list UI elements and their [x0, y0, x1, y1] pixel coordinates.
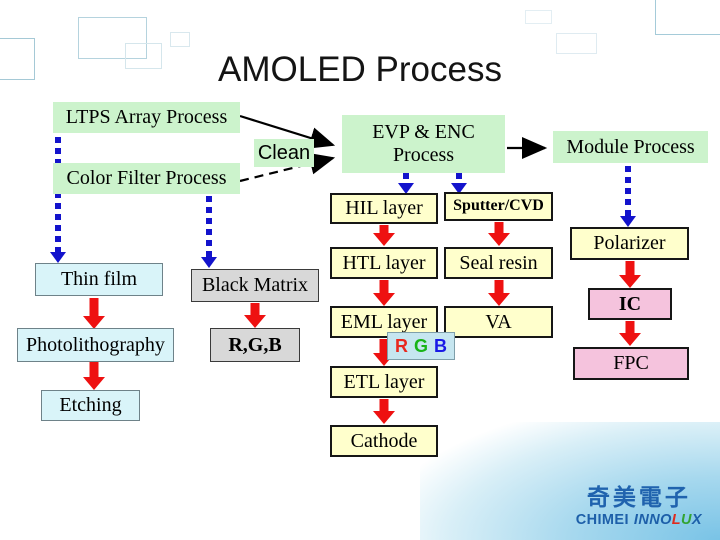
deco-rect [0, 38, 35, 80]
dotted-arrow-ltps-to-thinfilm [50, 137, 66, 263]
dotted-arrow-colorfilter-to-blackmatrix [201, 196, 217, 268]
deco-rect [655, 0, 720, 35]
node-polarizer: Polarizer [570, 227, 689, 260]
rgb-note-g: G [413, 335, 428, 356]
arrow-head [398, 183, 414, 194]
node-thin-film: Thin film [35, 263, 163, 296]
red-arrow-polarizer-to-ic [619, 261, 641, 288]
arrow-head [619, 275, 641, 288]
node-ic: IC [588, 288, 672, 320]
node-seal-resin: Seal resin [444, 247, 553, 279]
page-title: AMOLED Process [218, 50, 502, 89]
arrow-shaft [206, 196, 212, 257]
red-arrow-seal-to-va [488, 280, 510, 306]
arrow-shaft [625, 166, 631, 216]
arrow-shaft [625, 261, 635, 276]
arrow-shaft [625, 321, 635, 334]
arrow-shaft [494, 280, 504, 294]
node-ltps-array-process: LTPS Array Process [53, 102, 240, 133]
logo-innolux-part: U [681, 512, 692, 528]
arrow-head [244, 315, 266, 328]
arrow-shaft [55, 137, 61, 252]
deco-rect [170, 32, 190, 47]
node-sputter-cvd: Sputter/CVD [444, 192, 553, 221]
arrow-head [201, 257, 217, 268]
logo-innolux-part: X [691, 512, 702, 528]
label-clean: Clean [254, 139, 314, 167]
arrow-head [83, 316, 105, 329]
node-cathode: Cathode [330, 425, 438, 457]
node-etl-layer: ETL layer [330, 366, 438, 398]
red-arrow-etl-to-cathode [373, 399, 395, 424]
node-eml-layer: EML layer [330, 306, 438, 338]
arrow-head [620, 216, 636, 227]
arrow-shaft [403, 173, 409, 183]
arrow-shaft [379, 339, 389, 354]
red-arrow-htl-to-eml [373, 280, 395, 306]
arrow-head [83, 377, 105, 390]
red-arrow-hil-to-htl [373, 225, 395, 246]
rgb-note-r: R [394, 335, 408, 356]
arrow-shaft [379, 399, 389, 412]
arrow-shaft [379, 280, 389, 294]
arrow-shaft [250, 303, 260, 316]
node-rgb: R,G,B [210, 328, 300, 362]
dotted-arrow-evp-to-sputter [451, 173, 467, 194]
logo-innolux-part: INNO [633, 512, 672, 528]
logo-innolux-part: L [671, 512, 682, 528]
red-arrow-blackmatrix-to-rgb [244, 303, 266, 328]
red-arrow-ic-to-fpc [619, 321, 641, 346]
dotted-arrow-evp-to-hil [398, 173, 414, 194]
red-arrow-sputter-to-seal [488, 222, 510, 246]
arrow-head [488, 293, 510, 306]
arrow-shaft [89, 298, 99, 317]
red-arrow-thinfilm-to-photo [83, 298, 105, 329]
node-color-filter-process: Color Filter Process [53, 163, 240, 194]
deco-rect [525, 10, 552, 24]
arrow-head [619, 333, 641, 346]
node-htl-layer: HTL layer [330, 247, 438, 279]
arrow-shaft [379, 225, 389, 234]
logo-innolux: INNOLUX [634, 512, 702, 528]
arrow-head [451, 183, 467, 194]
node-hil-layer: HIL layer [330, 193, 438, 224]
arrow-head [50, 252, 66, 263]
dotted-arrow-module-to-polarizer [620, 166, 636, 227]
node-fpc: FPC [573, 347, 689, 380]
node-black-matrix: Black Matrix [191, 269, 319, 302]
arrow-head [488, 233, 510, 246]
corner-gradient [420, 422, 720, 540]
node-module-process: Module Process [553, 131, 708, 163]
rgb-note-b: B [434, 335, 447, 356]
logo-chimei: CHIMEI [575, 512, 629, 528]
rgb-note: R G B [387, 332, 455, 360]
node-photolithography: Photolithography [17, 328, 174, 362]
arrow-head [373, 233, 395, 246]
arrow-head [373, 293, 395, 306]
arrow-shaft [494, 222, 504, 234]
logo-chinese-text: 奇美電子 [586, 484, 691, 510]
arrow-shaft [89, 362, 99, 378]
arrow-head [373, 411, 395, 424]
red-arrow-photo-to-etching [83, 362, 105, 390]
node-evp-enc-process: EVP & ENC Process [342, 115, 505, 173]
node-va: VA [444, 306, 553, 338]
deco-rect [78, 17, 147, 59]
deco-rect [125, 43, 162, 69]
node-etching: Etching [41, 390, 140, 421]
arrow-shaft [456, 173, 462, 183]
deco-rect [556, 33, 597, 54]
